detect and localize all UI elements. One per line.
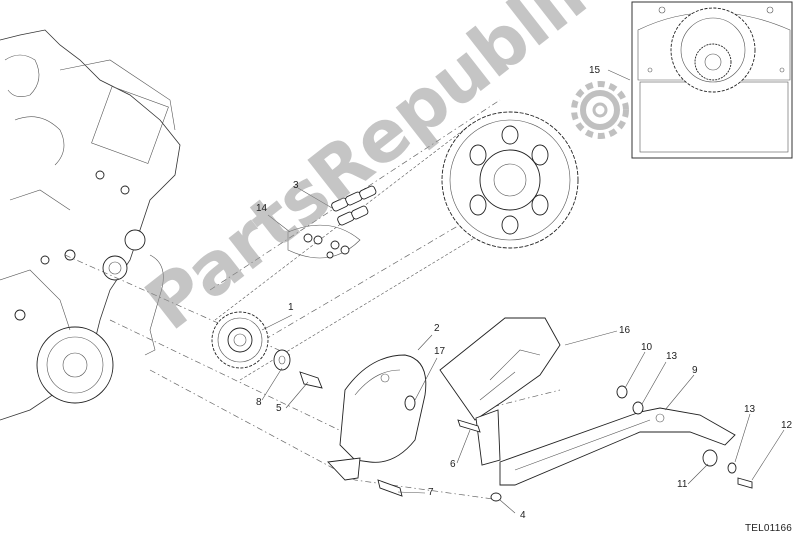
chain-joint-kit bbox=[287, 224, 361, 259]
rear-sprocket bbox=[441, 111, 579, 249]
callout-11: 11 bbox=[677, 479, 688, 490]
callout-6: 6 bbox=[450, 459, 456, 470]
engine-block bbox=[0, 29, 181, 421]
chain-links bbox=[331, 185, 377, 226]
callout-12: 12 bbox=[781, 420, 793, 431]
callout-2: 2 bbox=[434, 323, 440, 334]
screw-6 bbox=[457, 419, 481, 433]
callout-13-upper: 13 bbox=[666, 351, 678, 362]
callout-9: 9 bbox=[692, 365, 698, 376]
callout-16: 16 bbox=[619, 325, 631, 336]
callout-7: 7 bbox=[428, 487, 434, 498]
fasteners-right bbox=[616, 385, 753, 489]
inset-view bbox=[631, 1, 793, 159]
leader-lines bbox=[261, 69, 785, 514]
callout-10: 10 bbox=[641, 342, 653, 353]
screw-7 bbox=[377, 479, 403, 497]
callout-3: 3 bbox=[293, 180, 299, 191]
chain-slider bbox=[499, 407, 736, 486]
callout-17: 17 bbox=[434, 346, 446, 357]
chain-guard bbox=[439, 317, 561, 466]
callout-1: 1 bbox=[288, 302, 294, 313]
front-sprocket bbox=[211, 311, 269, 369]
callout-13-lower: 13 bbox=[744, 404, 756, 415]
sprocket-cover bbox=[327, 354, 427, 481]
washer-and-bolt bbox=[273, 349, 323, 389]
callout-4: 4 bbox=[520, 510, 526, 521]
callout-5: 5 bbox=[276, 403, 282, 414]
nut-4 bbox=[490, 492, 502, 502]
callout-14: 14 bbox=[256, 203, 268, 214]
callout-15: 15 bbox=[589, 65, 601, 76]
spacer bbox=[404, 395, 416, 411]
drawing-code: TEL01166 bbox=[744, 523, 792, 534]
callout-8: 8 bbox=[256, 397, 262, 408]
gear-icon bbox=[571, 81, 629, 139]
